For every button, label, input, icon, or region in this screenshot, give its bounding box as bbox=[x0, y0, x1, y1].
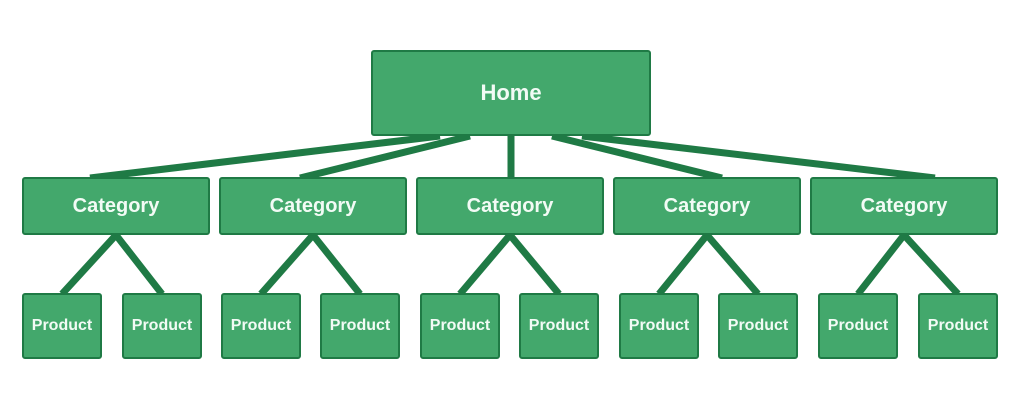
category-product-connector bbox=[258, 232, 316, 297]
product-node: Product bbox=[221, 293, 301, 359]
product-node: Product bbox=[619, 293, 699, 359]
category-label: Category bbox=[72, 194, 160, 217]
category-product-connector bbox=[457, 232, 513, 297]
product-label: Product bbox=[429, 317, 491, 334]
home-category-connector bbox=[89, 132, 441, 182]
product-label: Product bbox=[31, 317, 93, 334]
product-label: Product bbox=[528, 317, 590, 334]
home-category-connector bbox=[551, 132, 723, 182]
category-label: Category bbox=[466, 194, 554, 217]
product-node: Product bbox=[718, 293, 798, 359]
home-node: Home bbox=[371, 50, 651, 136]
category-label: Category bbox=[860, 194, 948, 217]
category-product-connector bbox=[901, 232, 961, 297]
home-category-connector bbox=[299, 132, 471, 182]
category-node: Category bbox=[613, 177, 801, 235]
product-node: Product bbox=[22, 293, 102, 359]
product-node: Product bbox=[122, 293, 202, 359]
product-label: Product bbox=[329, 317, 391, 334]
category-node: Category bbox=[219, 177, 407, 235]
product-node: Product bbox=[918, 293, 998, 359]
product-label: Product bbox=[727, 317, 789, 334]
category-product-connector bbox=[855, 232, 907, 297]
product-label: Product bbox=[131, 317, 193, 334]
category-product-connector bbox=[507, 232, 562, 297]
home-label: Home bbox=[480, 80, 542, 105]
product-label: Product bbox=[230, 317, 292, 334]
product-node: Product bbox=[320, 293, 400, 359]
product-label: Product bbox=[927, 317, 989, 334]
category-product-connector bbox=[113, 232, 165, 297]
category-label: Category bbox=[663, 194, 751, 217]
category-label: Category bbox=[269, 194, 357, 217]
home-category-connector bbox=[581, 132, 936, 182]
category-node: Category bbox=[416, 177, 604, 235]
product-label: Product bbox=[827, 317, 889, 334]
category-node: Category bbox=[810, 177, 998, 235]
product-label: Product bbox=[628, 317, 690, 334]
category-product-connector bbox=[656, 232, 710, 297]
category-node: Category bbox=[22, 177, 210, 235]
product-node: Product bbox=[420, 293, 500, 359]
category-product-connector bbox=[704, 232, 761, 297]
product-node: Product bbox=[818, 293, 898, 359]
product-node: Product bbox=[519, 293, 599, 359]
category-product-connector bbox=[59, 232, 119, 297]
category-product-connector bbox=[310, 232, 363, 297]
